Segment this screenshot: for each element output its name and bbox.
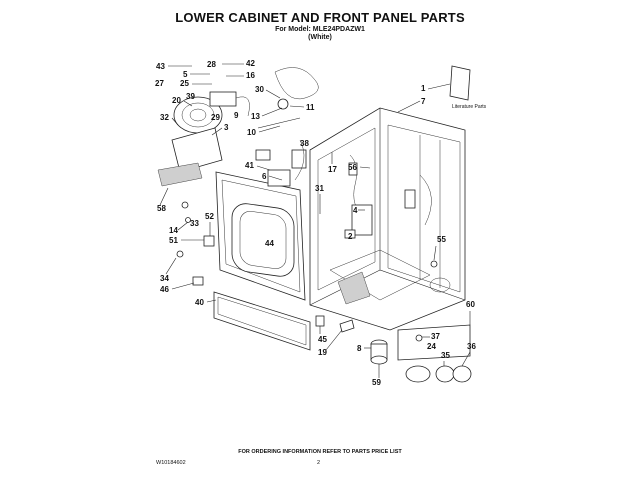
callout-3: 3 bbox=[224, 123, 229, 132]
callout-1: 1 bbox=[421, 84, 426, 93]
toe-kick-drawing bbox=[213, 291, 311, 351]
callout-6: 6 bbox=[262, 172, 267, 181]
small-parts-drawing bbox=[176, 65, 472, 383]
callout-34: 34 bbox=[160, 274, 169, 283]
callout-7: 7 bbox=[421, 97, 426, 106]
callout-56: 56 bbox=[348, 163, 357, 172]
cabinet-drawing bbox=[309, 107, 466, 331]
callout-25: 25 bbox=[180, 79, 189, 88]
callout-37: 37 bbox=[431, 332, 440, 341]
callout-59: 59 bbox=[372, 378, 381, 387]
color-line: (White) bbox=[308, 34, 332, 41]
callout-38: 38 bbox=[300, 139, 309, 148]
callout-40: 40 bbox=[195, 298, 204, 307]
callout-31: 31 bbox=[315, 184, 324, 193]
model-line: For Model: MLE24PDAZW1 bbox=[275, 26, 365, 33]
callout-10: 10 bbox=[247, 128, 256, 137]
motor-assembly-drawing bbox=[157, 67, 319, 187]
callout-5: 5 bbox=[183, 70, 188, 79]
page-number: 2 bbox=[317, 460, 321, 466]
callout-11: 11 bbox=[306, 103, 315, 112]
page-title: LOWER CABINET AND FRONT PANEL PARTS bbox=[175, 10, 465, 25]
literature-parts-label: Literature Parts bbox=[452, 104, 487, 110]
callout-29: 29 bbox=[211, 113, 220, 122]
callout-55: 55 bbox=[437, 235, 446, 244]
front-panel-drawing bbox=[215, 171, 306, 301]
callout-labels: 43 28 42 5 16 25 27 1 7 39 30 20 29 9 13… bbox=[155, 59, 476, 387]
callout-28: 28 bbox=[207, 60, 216, 69]
callout-16: 16 bbox=[246, 71, 255, 80]
callout-14: 14 bbox=[169, 226, 178, 235]
callout-4: 4 bbox=[353, 206, 358, 215]
callout-43: 43 bbox=[156, 62, 165, 71]
callout-32: 32 bbox=[160, 113, 169, 122]
callout-27: 27 bbox=[155, 79, 164, 88]
callout-35: 35 bbox=[441, 351, 450, 360]
ordering-note: FOR ORDERING INFORMATION REFER TO PARTS … bbox=[238, 449, 402, 455]
callout-44: 44 bbox=[265, 239, 274, 248]
callout-30: 30 bbox=[255, 85, 264, 94]
callout-60: 60 bbox=[466, 300, 475, 309]
callout-8: 8 bbox=[357, 344, 362, 353]
callout-13: 13 bbox=[251, 112, 260, 121]
callout-17: 17 bbox=[328, 165, 337, 174]
callout-36: 36 bbox=[467, 342, 476, 351]
callout-45: 45 bbox=[318, 335, 327, 344]
callout-33: 33 bbox=[190, 219, 199, 228]
callout-52: 52 bbox=[205, 212, 214, 221]
callout-20: 20 bbox=[172, 96, 181, 105]
callout-9: 9 bbox=[234, 111, 239, 120]
callout-24: 24 bbox=[427, 342, 436, 351]
callout-46: 46 bbox=[160, 285, 169, 294]
callout-39: 39 bbox=[186, 92, 195, 101]
callout-42: 42 bbox=[246, 59, 255, 68]
document-code: W10184602 bbox=[156, 460, 186, 466]
callout-58: 58 bbox=[157, 204, 166, 213]
callout-2: 2 bbox=[348, 232, 353, 241]
callout-51: 51 bbox=[169, 236, 178, 245]
callout-19: 19 bbox=[318, 348, 327, 357]
callout-41: 41 bbox=[245, 161, 254, 170]
